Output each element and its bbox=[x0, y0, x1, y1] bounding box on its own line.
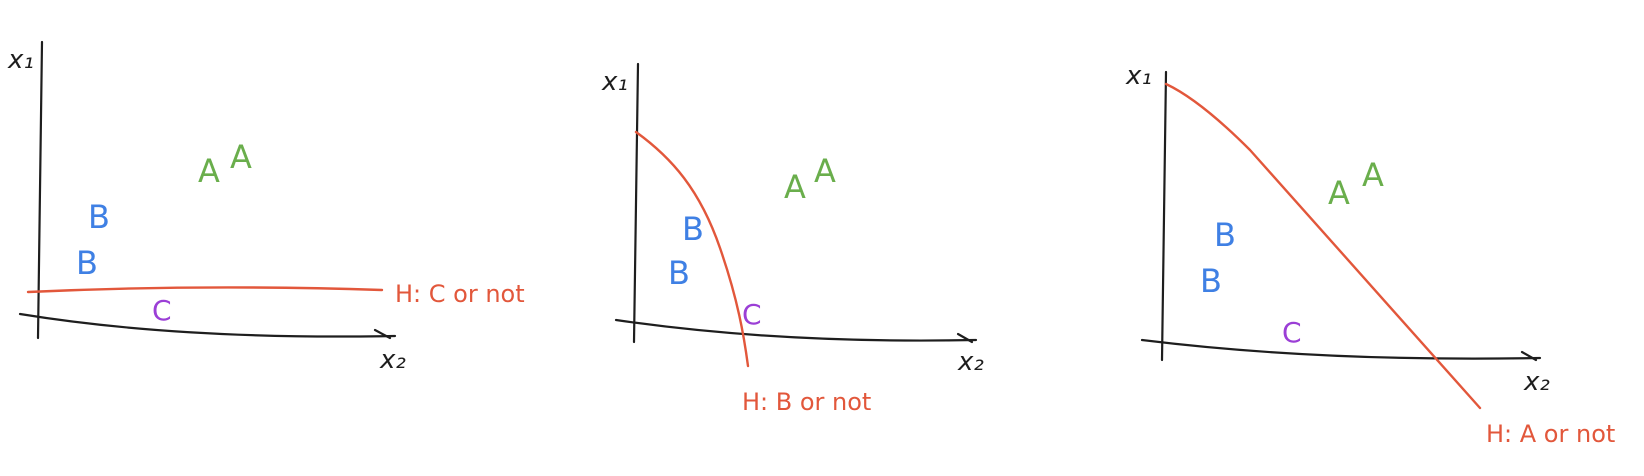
y-axis bbox=[36, 40, 44, 340]
decision-boundary-line bbox=[26, 286, 384, 294]
x-axis-label: x₂ bbox=[379, 345, 406, 375]
hypothesis-label: H: C or not bbox=[395, 280, 525, 308]
point-b: B bbox=[1214, 216, 1236, 254]
point-c: C bbox=[1282, 316, 1302, 349]
x-axis-label: x₂ bbox=[957, 347, 984, 377]
x-axis bbox=[1140, 338, 1542, 360]
point-a: A bbox=[1362, 156, 1384, 194]
point-a: A bbox=[784, 168, 806, 206]
point-b: B bbox=[682, 210, 704, 248]
point-b: B bbox=[76, 244, 98, 282]
decision-boundary-line bbox=[1164, 82, 1482, 410]
x-axis-label: x₂ bbox=[1523, 367, 1550, 397]
x-axis bbox=[614, 318, 978, 342]
point-b: B bbox=[88, 198, 110, 236]
point-a: A bbox=[1328, 174, 1350, 212]
hypothesis-label: H: A or not bbox=[1486, 420, 1615, 448]
y-axis-label: x₁ bbox=[1125, 61, 1152, 91]
x-axis-tick bbox=[1520, 350, 1538, 362]
panel-a-or-not: x₁ x₂ H: A or not A A B B C bbox=[1125, 61, 1615, 448]
y-axis-label: x₁ bbox=[601, 67, 628, 97]
point-b: B bbox=[1200, 262, 1222, 300]
decision-boundary-curve bbox=[634, 130, 750, 368]
x-axis-tick bbox=[373, 328, 392, 340]
point-a: A bbox=[814, 152, 836, 190]
y-axis bbox=[632, 62, 640, 344]
point-c: C bbox=[742, 298, 762, 331]
panel-b-or-not: x₁ x₂ H: B or not A A B B C bbox=[601, 62, 984, 416]
y-axis bbox=[1160, 70, 1168, 362]
panel-c-or-not: x₁ x₂ H: C or not A A B B C bbox=[7, 40, 525, 375]
point-a: A bbox=[230, 138, 252, 176]
y-axis-label: x₁ bbox=[7, 45, 34, 75]
hypothesis-label: H: B or not bbox=[742, 388, 871, 416]
point-b: B bbox=[668, 254, 690, 292]
x-axis bbox=[18, 312, 397, 338]
point-c: C bbox=[152, 294, 172, 327]
point-a: A bbox=[198, 152, 220, 190]
x-axis-tick bbox=[956, 332, 974, 344]
